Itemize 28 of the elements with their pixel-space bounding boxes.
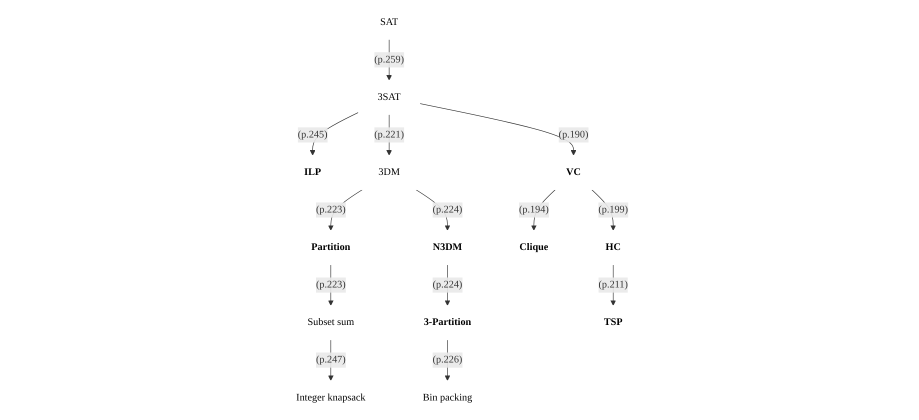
node-text: Integer knapsack: [296, 392, 366, 403]
edge-label: (p.199): [598, 204, 628, 216]
node-text: VC: [566, 166, 582, 178]
edge-label: (p.211): [598, 279, 628, 290]
node-text: 3DM: [378, 166, 400, 178]
edge-label: (p.245): [298, 129, 328, 140]
edge-label: (p.223): [316, 279, 346, 290]
edge-label: (p.223): [316, 204, 346, 216]
node-text: Bin packing: [422, 392, 472, 403]
node-text: 3-Partition: [424, 316, 472, 328]
edge-label: (p.259): [374, 54, 404, 65]
edge-label: (p.226): [432, 354, 462, 366]
edge-label: (p.224): [432, 204, 462, 216]
node-text: TSP: [604, 316, 623, 328]
node-text: Subset sum: [308, 316, 354, 328]
edge-label: (p.247): [316, 354, 346, 366]
edge-label: (p.190): [558, 129, 589, 140]
arrow: [420, 103, 576, 156]
node-text: 3SAT: [378, 92, 401, 102]
node-text: N3DM: [432, 242, 462, 253]
edge-label: (p.194): [519, 204, 549, 216]
node-text: Partition: [311, 242, 350, 253]
node-text: ILP: [304, 166, 322, 178]
node-text: SAT: [380, 16, 398, 28]
edge-label: (p.224): [432, 279, 462, 290]
node-text: Clique: [520, 242, 548, 253]
node-text: HC: [606, 242, 621, 253]
edge-label: (p.221): [374, 129, 404, 140]
